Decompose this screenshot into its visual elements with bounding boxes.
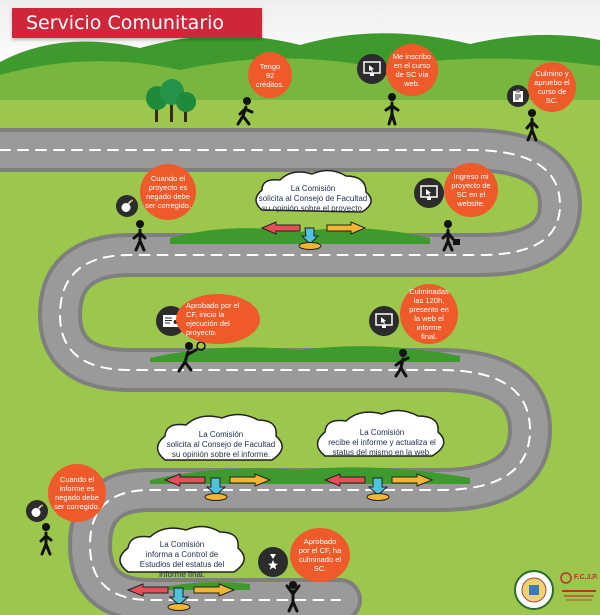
bubble-line: negado debe	[146, 192, 190, 201]
bubble-line: website.	[457, 199, 485, 208]
trees	[146, 79, 196, 122]
bubble-line: la web el	[414, 314, 444, 323]
bubble-line: web.	[404, 79, 420, 88]
bubble-project-approved: Aprobado por el CF, inicio la ejecución …	[176, 294, 260, 344]
bubble-line: proyecto de	[451, 181, 491, 190]
bubble-enroll: Me inscribo en el curso de SC vía web.	[386, 44, 438, 96]
bubble-line: SC.	[313, 564, 327, 573]
stick-figures	[39, 93, 539, 613]
bubble-line: Cuando el	[59, 475, 95, 484]
bubble-line: las 120h,	[413, 296, 445, 305]
bomb-icon	[26, 500, 48, 522]
monitor-cursor-icon	[357, 54, 387, 84]
bubble-line: apruebo el	[534, 78, 570, 87]
hill-patch-1	[170, 228, 430, 244]
faculty-logo-text: F.C.J.P.	[574, 574, 598, 581]
page-title: Servicio Comunitario	[12, 8, 262, 38]
cloud-line: informa a Control de	[145, 550, 219, 559]
cloud-line: solicita al Consejo de Facultad	[258, 194, 368, 203]
cloud-line: La Comisión	[290, 184, 336, 193]
bubble-line: Culmino y	[535, 69, 569, 78]
bubble-line: Ingreso mi	[453, 172, 489, 181]
cloud-line: La Comisión	[159, 540, 205, 549]
bubble-line: presento en	[409, 305, 449, 314]
clipboard-icon	[507, 85, 529, 107]
cloud-line: su opinión sobre el informe.	[171, 450, 271, 459]
bubble-line: proyecto es	[148, 183, 188, 192]
bubble-project-denied: Cuando el proyecto es negado debe ser co…	[140, 164, 196, 220]
bubble-line: por el CF, ha	[298, 546, 342, 555]
arrow-set-3	[323, 473, 434, 501]
cloud-line: La Comisión	[198, 430, 244, 439]
bubble-line: negado debe	[55, 493, 99, 502]
cloud-line: su opinión sobre el proyecto.	[261, 204, 365, 213]
medal-icon	[258, 547, 288, 577]
bubble-line: créditos.	[255, 79, 285, 89]
bubble-line: Me inscribo	[392, 52, 432, 61]
bubble-line: curso de	[537, 87, 567, 96]
cloud-line: Estudios del estatus del	[139, 560, 225, 569]
arrow-set-2	[163, 473, 272, 501]
cloud-text-final-status: La Comisión informa a Control de Estudio…	[124, 540, 240, 580]
monitor-cursor-icon	[369, 306, 399, 336]
bubble-line: Aprobado por el	[186, 301, 240, 310]
bubble-submit-report: Culminadas las 120h, presento en la web …	[400, 284, 458, 344]
bubble-submit-project: Ingreso mi proyecto de SC en el website.	[444, 163, 498, 217]
bubble-line: Tengo	[259, 61, 281, 71]
cloud-text-project-opinion: La Comisión solicita al Consejo de Facul…	[252, 184, 374, 214]
cloud-line: recibe el informe y actualiza el	[328, 438, 436, 447]
bubble-line: Culminadas	[409, 287, 449, 296]
bubble-line: proyecto.	[186, 328, 217, 337]
bubble-line: ser corregido.	[145, 201, 191, 210]
hill-patch-2	[150, 346, 460, 362]
bubble-line: informe	[416, 323, 442, 332]
bubble-line: CF, inicio la	[186, 310, 225, 319]
bubble-line: de SC vía	[395, 70, 429, 79]
bubble-line: ejecución del	[186, 319, 230, 328]
arrow-set-4	[126, 583, 236, 611]
bubble-line: en el curso	[393, 61, 431, 70]
cloud-text-report-opinion: La Comisión solicita al Consejo de Facul…	[158, 430, 284, 460]
monitor-cursor-icon	[414, 178, 444, 208]
bubble-approve-course: Culmino y apruebo el curso de SC.	[528, 62, 576, 112]
bubble-line: informe es	[59, 484, 95, 493]
bubble-line: 92	[265, 70, 275, 80]
bubble-line: SC en el	[456, 190, 486, 199]
bubble-line: final.	[421, 332, 437, 341]
winding-road	[0, 128, 582, 615]
bubble-finished: Aprobado por el CF, ha culminado el SC.	[290, 528, 350, 582]
cloud-line: status del mismo en la web.	[332, 448, 432, 457]
university-seal-logo	[514, 570, 554, 610]
bomb-icon	[116, 195, 138, 217]
cloud-line: solicita al Consejo de Facultad	[166, 440, 276, 449]
bubble-credits: Tengo 92 créditos.	[248, 52, 292, 98]
cloud-shapes	[119, 169, 445, 573]
bubble-line: Aprobado	[303, 537, 337, 546]
bubble-line: culminado el	[298, 555, 342, 564]
faculty-emblem-icon	[560, 572, 572, 584]
arrow-set-1	[260, 221, 367, 250]
cloud-line: informe final.	[159, 570, 205, 579]
bubble-line: Cuando el	[150, 174, 186, 183]
faculty-logo-subtitle-graphic	[562, 590, 596, 601]
cloud-text-report-status: La Comisión recibe el informe y actualiz…	[318, 428, 446, 458]
bubble-line: ser corregido.	[54, 502, 100, 511]
cloud-line: La Comisión	[359, 428, 405, 437]
bubble-line: SC.	[545, 96, 559, 105]
bubble-report-denied: Cuando el informe es negado debe ser cor…	[48, 464, 106, 522]
